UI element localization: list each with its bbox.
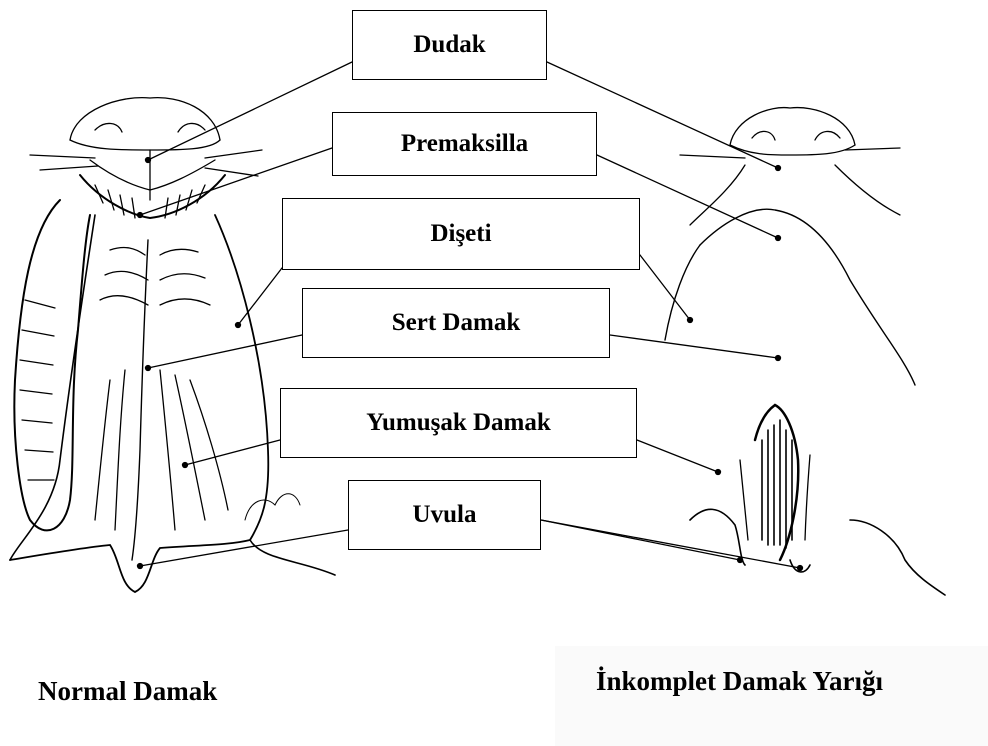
label-uvula-text: Uvula: [413, 501, 477, 529]
label-soft-palate: Yumuşak Damak: [280, 388, 637, 458]
caption-normal-palate: Normal Damak: [38, 676, 217, 707]
label-lip-text: Dudak: [413, 31, 485, 59]
label-premaxilla-text: Premaksilla: [401, 130, 528, 158]
label-gum-text: Dişeti: [430, 220, 491, 248]
label-premaxilla: Premaksilla: [332, 112, 597, 176]
label-hard-palate: Sert Damak: [302, 288, 610, 358]
label-lip: Dudak: [352, 10, 547, 80]
label-gum: Dişeti: [282, 198, 640, 270]
cleft-palate-drawing: [665, 108, 945, 595]
normal-palate-drawing: [10, 98, 335, 592]
label-hard-palate-text: Sert Damak: [392, 309, 520, 337]
label-uvula: Uvula: [348, 480, 541, 550]
caption-incomplete-cleft: İnkomplet Damak Yarığı: [596, 666, 883, 697]
label-soft-palate-text: Yumuşak Damak: [366, 409, 551, 437]
